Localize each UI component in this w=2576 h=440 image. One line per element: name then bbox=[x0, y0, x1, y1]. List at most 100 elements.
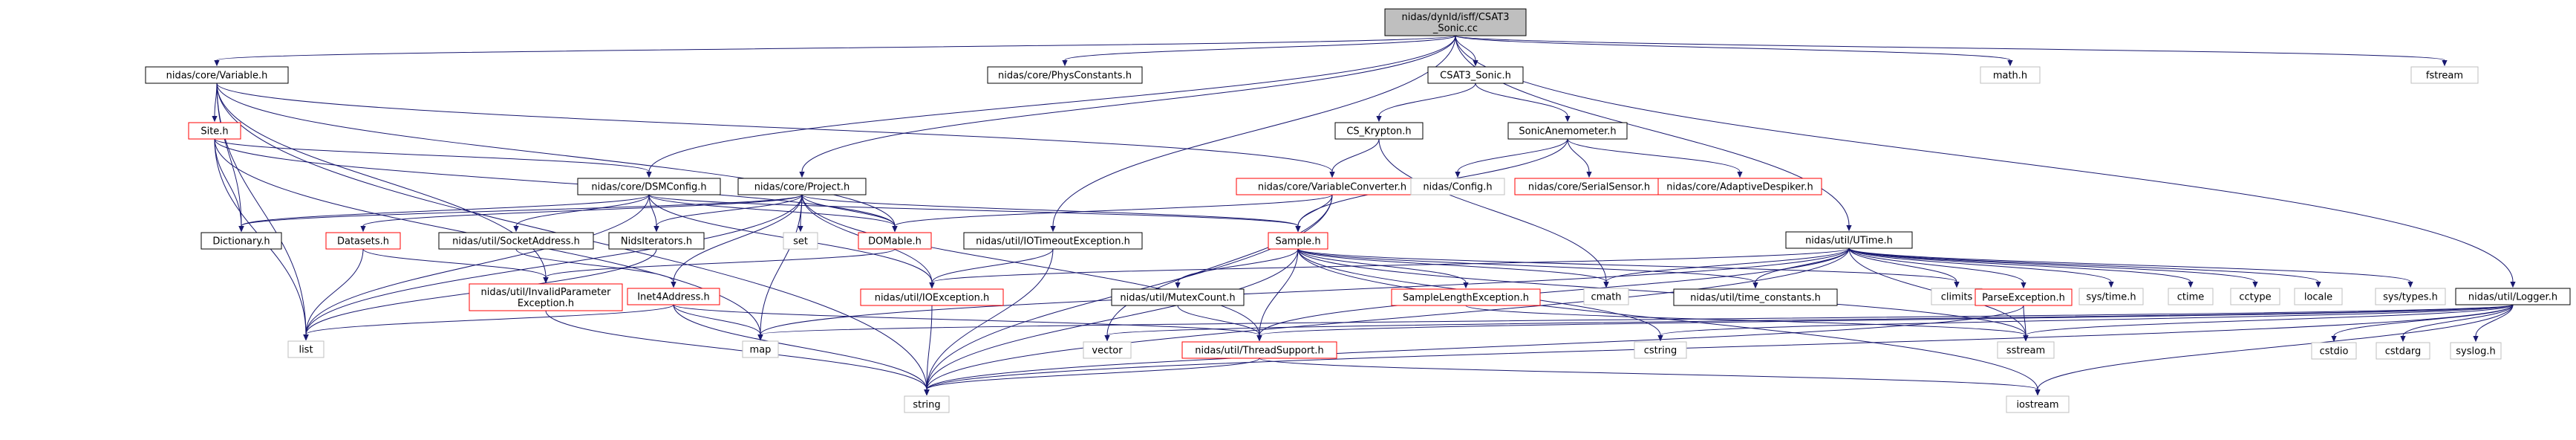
node-site[interactable]: Site.h bbox=[188, 122, 241, 140]
edge-root-to-project bbox=[802, 35, 1456, 172]
node-mathh[interactable]: math.h bbox=[1980, 66, 2041, 84]
node-sstream[interactable]: sstream bbox=[1997, 341, 2055, 359]
node-serialsensor[interactable]: nidas/core/SerialSensor.h bbox=[1514, 178, 1664, 195]
node-cstring[interactable]: cstring bbox=[1634, 341, 1687, 359]
node-map[interactable]: map bbox=[742, 340, 779, 358]
node-set[interactable]: set bbox=[783, 232, 818, 250]
node-config[interactable]: nidas/Config.h bbox=[1410, 178, 1505, 195]
node-samplelength[interactable]: SampleLengthException.h bbox=[1391, 288, 1541, 306]
node-timeconst[interactable]: nidas/util/time_constants.h bbox=[1673, 288, 1838, 306]
node-list[interactable]: list bbox=[287, 340, 325, 358]
node-logger[interactable]: nidas/util/Logger.h bbox=[2455, 288, 2571, 305]
edge-cskrypton-to-cmath bbox=[1378, 138, 1606, 282]
edge-sample-to-cmath bbox=[1297, 248, 1606, 282]
edge-project-to-threadsupport bbox=[801, 194, 1259, 335]
node-despiker[interactable]: nidas/core/AdaptiveDespiker.h bbox=[1657, 178, 1822, 195]
node-label: nidas/core/AdaptiveDespiker.h bbox=[1666, 182, 1813, 193]
edge-iotimeout-to-ioexception bbox=[932, 248, 1054, 282]
node-label: SonicAnemometer.h bbox=[1519, 126, 1616, 138]
node-label: cmath bbox=[1591, 292, 1621, 303]
node-iostream[interactable]: iostream bbox=[2006, 395, 2070, 413]
node-variable[interactable]: nidas/core/Variable.h bbox=[145, 66, 289, 84]
node-ctime[interactable]: ctime bbox=[2168, 288, 2214, 305]
node-threadsupport[interactable]: nidas/util/ThreadSupport.h bbox=[1181, 341, 1337, 359]
node-parseexc[interactable]: ParseException.h bbox=[1975, 288, 2073, 306]
node-label: set bbox=[793, 236, 808, 248]
node-label: nidas/Config.h bbox=[1423, 182, 1492, 193]
node-sonic[interactable]: SonicAnemometer.h bbox=[1507, 122, 1628, 140]
node-cstdio[interactable]: cstdio bbox=[2311, 342, 2357, 360]
node-nsiterators[interactable]: NidsIterators.h bbox=[608, 232, 705, 250]
node-inet4[interactable]: Inet4Address.h bbox=[627, 288, 720, 305]
node-vector[interactable]: vector bbox=[1083, 341, 1132, 359]
node-box bbox=[2311, 342, 2357, 360]
node-box bbox=[1997, 341, 2055, 359]
node-dsmconfig[interactable]: nidas/core/DSMConfig.h bbox=[577, 178, 721, 195]
edge-dsmconfig-to-sample bbox=[648, 194, 1298, 226]
node-iotimeout[interactable]: nidas/util/IOTimeoutException.h bbox=[963, 232, 1143, 250]
node-box bbox=[1111, 288, 1245, 306]
node-cstdarg[interactable]: cstdarg bbox=[2376, 342, 2430, 360]
node-label: NidsIterators.h bbox=[621, 236, 692, 248]
node-box bbox=[2230, 288, 2280, 305]
node-label: locale bbox=[2304, 292, 2332, 303]
node-ioexception[interactable]: nidas/util/IOException.h bbox=[860, 288, 1004, 306]
node-domable[interactable]: DOMable.h bbox=[858, 232, 932, 250]
node-box bbox=[860, 288, 1004, 306]
node-socketaddr[interactable]: nidas/util/SocketAddress.h bbox=[438, 232, 594, 250]
node-systime[interactable]: sys/time.h bbox=[2078, 288, 2144, 305]
edge-sample-to-climits bbox=[1297, 248, 1957, 282]
edge-logger-to-syslog bbox=[2476, 304, 2514, 336]
node-root[interactable]: nidas/dynld/isff/CSAT3_Sonic.cc bbox=[1384, 8, 1527, 36]
node-mutexcount[interactable]: nidas/util/MutexCount.h bbox=[1111, 288, 1245, 306]
edge-project-to-datasets bbox=[363, 194, 803, 226]
edge-logger-to-iostream bbox=[2038, 304, 2514, 389]
node-label: iostream bbox=[2016, 400, 2058, 411]
node-box bbox=[438, 232, 594, 250]
node-datasets[interactable]: Datasets.h bbox=[325, 232, 401, 250]
node-csat3[interactable]: CSAT3_Sonic.h bbox=[1427, 66, 1524, 84]
node-dictionary[interactable]: Dictionary.h bbox=[200, 232, 282, 250]
node-sample[interactable]: Sample.h bbox=[1268, 232, 1328, 250]
edge-logger-to-cstdio bbox=[2334, 304, 2514, 336]
node-string[interactable]: string bbox=[904, 395, 950, 413]
node-climits[interactable]: climits bbox=[1931, 288, 1983, 305]
edge-csat3-to-cskrypton bbox=[1379, 82, 1476, 116]
node-syslog[interactable]: syslog.h bbox=[2450, 342, 2502, 360]
node-label: nidas/core/PhysConstants.h bbox=[998, 71, 1132, 82]
edge-utime-to-map bbox=[760, 248, 1850, 334]
node-box bbox=[858, 232, 932, 250]
node-label: nidas/util/IOException.h bbox=[875, 293, 990, 304]
node-cmath[interactable]: cmath bbox=[1583, 288, 1629, 305]
node-label: climits bbox=[1941, 292, 1973, 303]
edge-parseexc-to-sstream bbox=[2024, 305, 2026, 335]
node-systypes[interactable]: sys/types.h bbox=[2375, 288, 2446, 305]
node-project[interactable]: nidas/core/Project.h bbox=[737, 178, 867, 195]
node-physconst[interactable]: nidas/core/PhysConstants.h bbox=[987, 66, 1143, 84]
node-box bbox=[2455, 288, 2571, 305]
node-box bbox=[2168, 288, 2214, 305]
node-box bbox=[963, 232, 1143, 250]
node-box bbox=[1427, 66, 1524, 84]
node-fstream[interactable]: fstream bbox=[2410, 66, 2479, 84]
node-label: string bbox=[913, 400, 940, 411]
node-box bbox=[1083, 341, 1132, 359]
node-box bbox=[1634, 341, 1687, 359]
edge-sample-to-string bbox=[927, 248, 1299, 389]
node-box bbox=[1980, 66, 2041, 84]
node-cctype[interactable]: cctype bbox=[2230, 288, 2280, 305]
node-box bbox=[1507, 122, 1628, 140]
node-utime[interactable]: nidas/util/UTime.h bbox=[1785, 231, 1913, 249]
node-label: Dictionary.h bbox=[212, 236, 270, 248]
node-locale[interactable]: locale bbox=[2294, 288, 2343, 305]
node-label: nidas/util/MutexCount.h bbox=[1120, 293, 1235, 304]
node-label: math.h bbox=[1993, 71, 2027, 82]
node-box bbox=[1334, 122, 1424, 140]
node-cskrypton[interactable]: CS_Krypton.h bbox=[1334, 122, 1424, 140]
edge-dsmconfig-to-list bbox=[306, 194, 650, 334]
edge-utime-to-systypes bbox=[1848, 248, 2410, 282]
edge-root-to-variable bbox=[217, 35, 1456, 60]
node-varconv[interactable]: nidas/core/VariableConverter.h bbox=[1236, 178, 1429, 195]
